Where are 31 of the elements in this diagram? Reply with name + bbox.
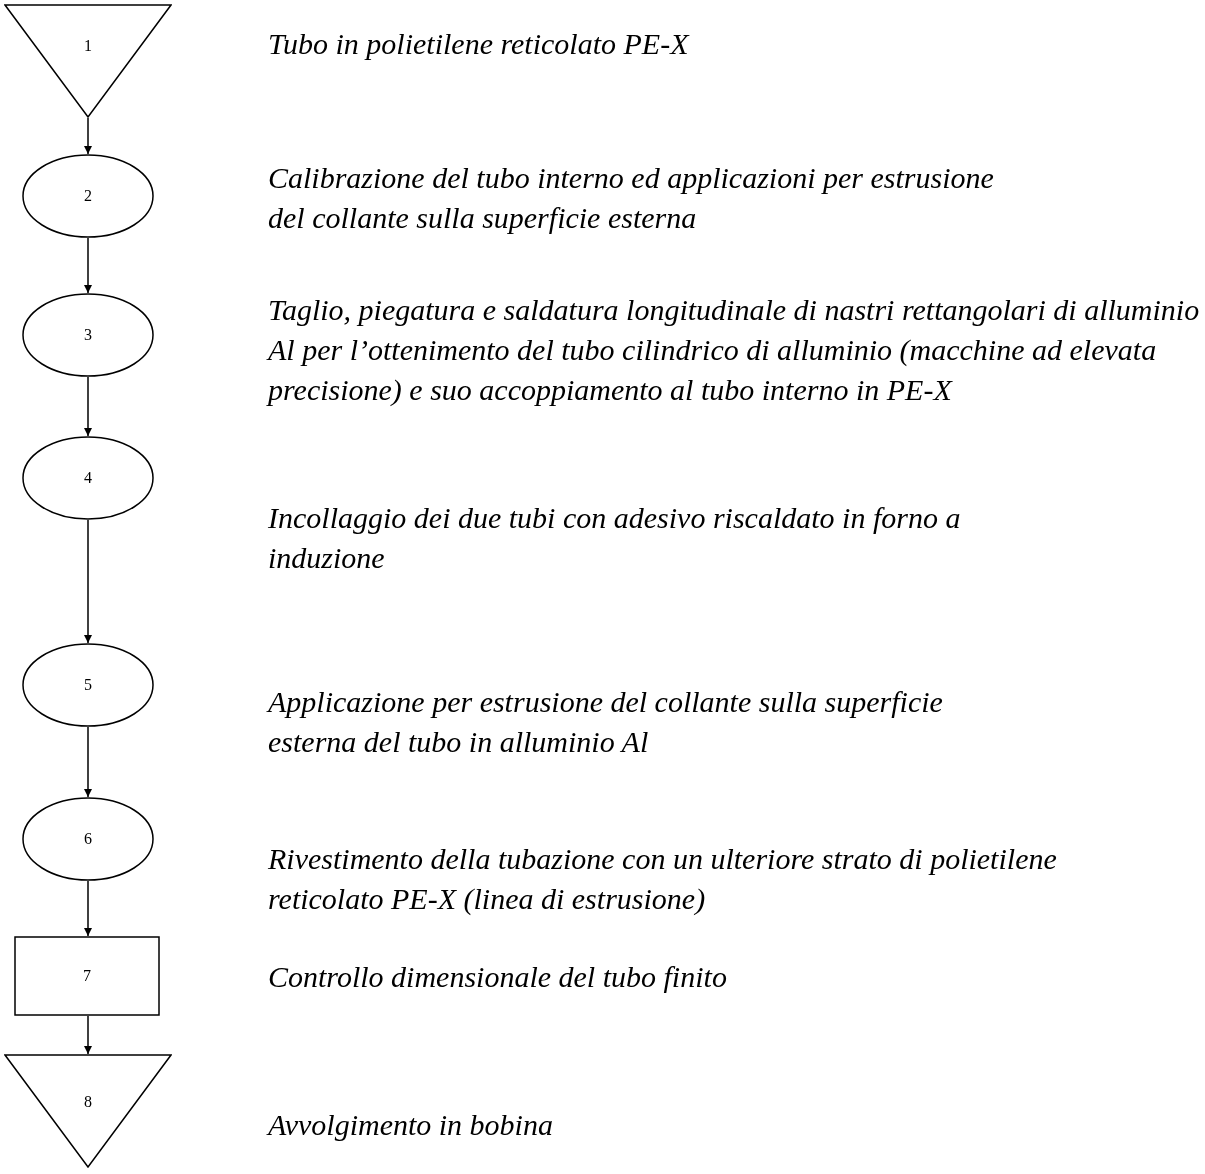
ellipse-node <box>22 154 154 238</box>
arrow <box>84 1015 92 1055</box>
step-description: Controllo dimensionale del tubo finito <box>268 959 728 995</box>
arrow <box>84 880 92 937</box>
step-description: Taglio, piegatura e saldatura longitudinale di nastri rettangolari di alluminio Al per l’ottenimento del tubo cilindrico di alluminio (macchine ad elevata precisione) e suo accoppiamento al tubo interno in PE-X <box>268 292 1201 408</box>
step-description: Avvolgimento in bobina <box>268 1107 554 1143</box>
ellipse-node <box>22 293 154 377</box>
arrow <box>84 237 92 294</box>
step-description: Incollaggio dei due tubi con adesivo riscaldato in forno a induzione <box>268 500 962 576</box>
step-description: Applicazione per estrusione del collante sulla superficie esterna del tubo in alluminio Al <box>268 684 944 760</box>
step-description: Calibrazione del tubo interno ed applicazioni per estrusione del collante sulla superficie esterna <box>268 160 995 236</box>
step-number: 8 <box>84 1094 92 1110</box>
step-number: 5 <box>84 677 92 693</box>
triangle-node <box>4 1054 172 1168</box>
triangle-node <box>4 4 172 118</box>
step-number: 3 <box>84 327 92 343</box>
step-number: 2 <box>84 188 92 204</box>
arrow <box>84 117 92 155</box>
step-number: 7 <box>83 968 91 984</box>
arrow <box>84 726 92 798</box>
ellipse-node <box>22 797 154 881</box>
arrow <box>84 376 92 437</box>
ellipse-node <box>22 643 154 727</box>
step-description: Rivestimento della tubazione con un ulteriore strato di polietilene reticolato PE-X (linea di estrusione) <box>268 841 1058 917</box>
step-number: 4 <box>84 470 92 486</box>
step-description: Tubo in polietilene reticolato PE-X <box>268 26 691 62</box>
step-number: 1 <box>84 38 92 54</box>
step-number: 6 <box>84 831 92 847</box>
arrow <box>84 519 92 644</box>
ellipse-node <box>22 436 154 520</box>
rectangle-node <box>14 936 160 1016</box>
